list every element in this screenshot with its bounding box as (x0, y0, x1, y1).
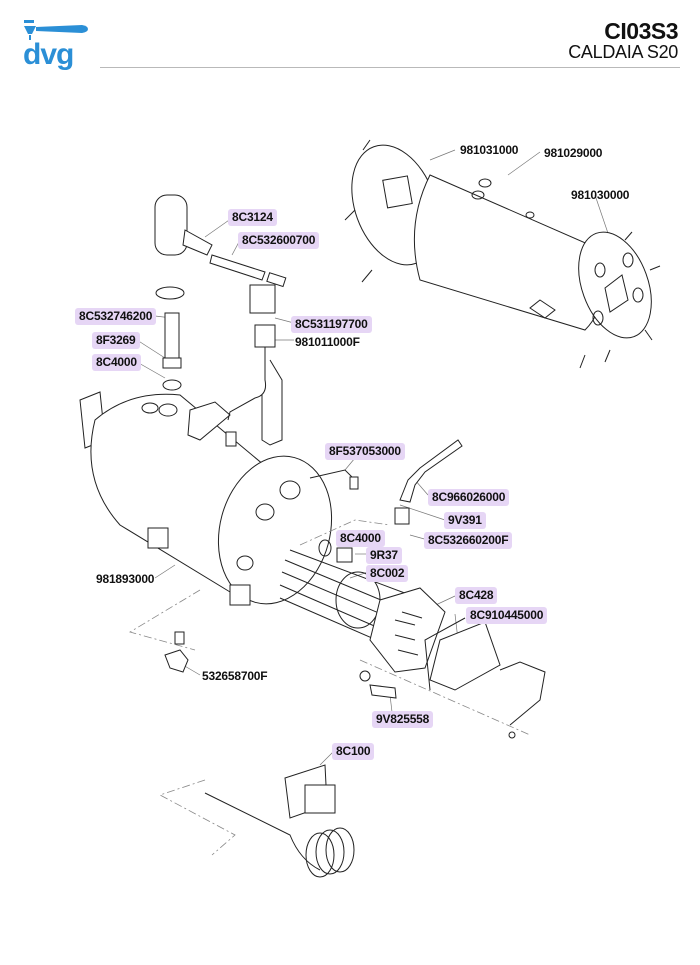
insulation-shell (344, 139, 661, 369)
part-label-8c532746200[interactable]: 8C532746200 (75, 308, 157, 325)
diagram-subtitle: CALDAIA S20 (568, 42, 678, 62)
part-label-8c428[interactable]: 8C428 (455, 587, 498, 604)
part-label-981011000f[interactable]: 981011000F (295, 335, 360, 349)
part-label-9v391[interactable]: 9V391 (444, 512, 486, 529)
part-label-8c531197700[interactable]: 8C531197700 (291, 316, 372, 333)
drain-valve (164, 631, 189, 673)
part-label-9v825558[interactable]: 9V825558 (372, 711, 434, 728)
part-label-8c100[interactable]: 8C100 (332, 743, 375, 760)
boiler-body (79, 391, 333, 606)
pressure-switch-assembly (154, 194, 287, 447)
part-label-532658700f[interactable]: 532658700F (202, 669, 268, 683)
part-label-8c4000-side[interactable]: 8C4000 (336, 530, 385, 547)
header-divider (100, 67, 680, 68)
coffee-portafilter-icon: dvg (23, 20, 88, 71)
part-label-981893000[interactable]: 981893000 (96, 572, 155, 586)
part-label-9r37[interactable]: 9R37 (366, 547, 402, 564)
part-label-8c4000-top[interactable]: 8C4000 (92, 354, 141, 371)
assembly-lines (128, 519, 531, 856)
part-label-981031000[interactable]: 981031000 (460, 143, 519, 157)
part-label-8c532660200f[interactable]: 8C532660200F (424, 532, 513, 549)
part-label-8f3269[interactable]: 8F3269 (92, 332, 140, 349)
svg-text:dvg: dvg (23, 38, 73, 71)
part-label-8f537053000[interactable]: 8F537053000 (325, 443, 405, 460)
diagram-code: CI03S3 (604, 18, 678, 44)
part-label-981030000[interactable]: 981030000 (571, 188, 630, 202)
part-label-8c532600700[interactable]: 8C532600700 (238, 232, 320, 249)
heating-element (279, 549, 446, 673)
part-label-8c910445000[interactable]: 8C910445000 (466, 607, 548, 624)
part-label-8c002[interactable]: 8C002 (366, 565, 409, 582)
dvg-logo: dvg (22, 18, 94, 80)
element-cover (359, 617, 546, 739)
part-label-8c966026000[interactable]: 8C966026000 (428, 489, 510, 506)
part-label-981029000[interactable]: 981029000 (544, 146, 603, 160)
part-label-8c3124[interactable]: 8C3124 (228, 209, 277, 226)
thermostat (204, 764, 355, 878)
fittings (309, 439, 463, 563)
